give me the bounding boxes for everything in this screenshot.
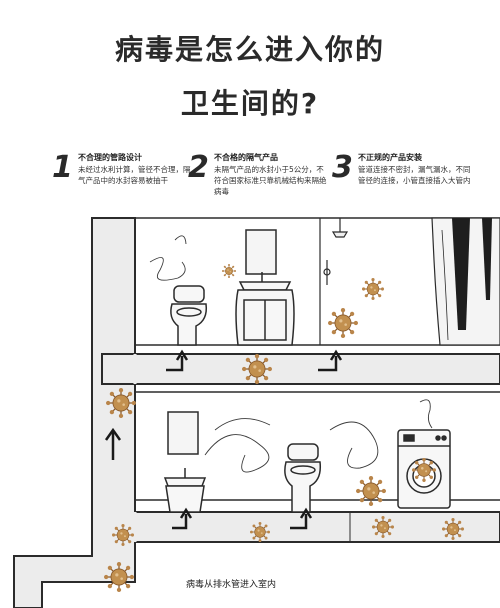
virus-icon [362, 278, 384, 300]
reason-title: 不合理的管路设计 [78, 153, 142, 162]
virus-icon [106, 388, 136, 418]
upturn-arrow-icon [172, 507, 193, 530]
mirror-lower [167, 411, 199, 455]
reason-number: 1 [52, 150, 73, 185]
virus-icon [356, 476, 386, 506]
virus-icon [222, 264, 236, 278]
reason-description: 未隔气产品的水封小于5公分，不符合国家标准只靠机械结构来隔绝病毒 [214, 165, 327, 196]
virus-icon [328, 308, 358, 338]
reason-description: 未经过水利计算，管径不合理，隔气产品中的水封容易被抽干 [78, 165, 191, 185]
reason-title: 不合格的隔气产品 [214, 153, 278, 162]
flow-arrows [104, 349, 343, 530]
washbasin-lower [163, 468, 207, 513]
diagram-title-line1: 病毒是怎么进入你的 [114, 33, 385, 66]
upturn-arrow-icon [318, 349, 343, 372]
virus-icon [372, 516, 394, 538]
diagram-title-line2: 卫生间的? [180, 87, 320, 120]
upturn-arrow-icon [166, 349, 189, 372]
reason-number: 2 [188, 150, 209, 185]
reason-number: 3 [332, 150, 353, 185]
diagram-caption: 病毒从排水管进入室内 [186, 580, 277, 590]
shower-curtain [431, 217, 500, 346]
reason-description: 管道连接不密封，漏气漏水，不同管径的连接，小管直接插入大管内 [358, 165, 471, 185]
sink-cabinet [235, 272, 295, 346]
upper-branch-pipe [101, 353, 500, 385]
upturn-arrow-icon [290, 507, 313, 530]
up-arrow-icon [104, 427, 122, 460]
main-drain-pipe [13, 217, 136, 608]
reason-title: 不正规的产品安装 [358, 153, 422, 162]
toilet-upper [170, 285, 208, 346]
drain-pipes [13, 217, 500, 608]
odor-swirls [149, 235, 433, 473]
virus-icon [412, 458, 436, 482]
shower [319, 218, 349, 345]
toilet-lower [284, 443, 322, 513]
virus-icon [442, 518, 464, 540]
virus-icon [112, 524, 134, 546]
virus-icon [242, 354, 272, 384]
virus-icon [104, 562, 134, 592]
virus-icon [250, 522, 270, 542]
mirror-upper [245, 229, 277, 275]
